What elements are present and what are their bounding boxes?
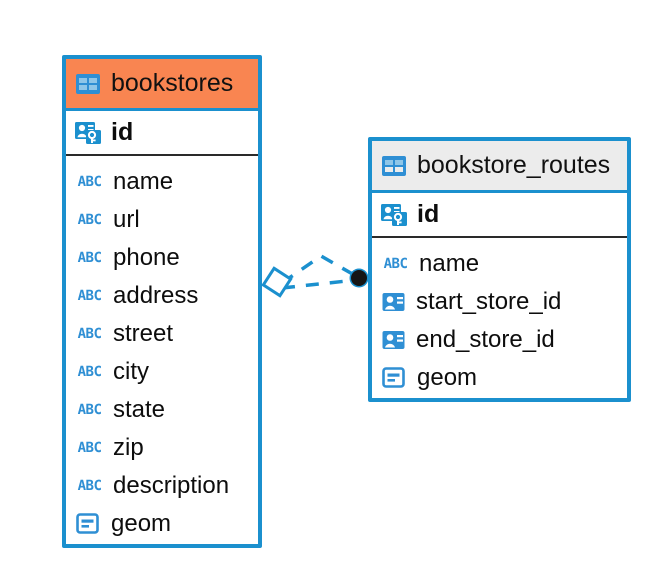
- field-row-name[interactable]: ABC name: [372, 245, 627, 283]
- entity-header-bookstores[interactable]: bookstores: [66, 59, 258, 108]
- entity-title: bookstores: [111, 69, 234, 97]
- table-icon: [75, 73, 101, 95]
- field-label: start_store_id: [416, 288, 562, 315]
- field-label: id: [111, 118, 134, 146]
- field-label: name: [419, 250, 480, 277]
- abc-text-icon: ABC: [383, 256, 408, 272]
- field-row-description[interactable]: ABC description: [66, 467, 258, 505]
- field-label: description: [113, 472, 230, 499]
- field-label: state: [113, 396, 166, 423]
- field-row-zip[interactable]: ABC zip: [66, 429, 258, 467]
- field-label: geom: [417, 364, 478, 391]
- field-row-street[interactable]: ABC street: [66, 315, 258, 353]
- field-row-end-store-id[interactable]: end_store_id: [372, 321, 627, 359]
- field-row-phone[interactable]: ABC phone: [66, 239, 258, 277]
- field-list-bookstores: ABC name ABC url ABC phone ABC address A…: [66, 156, 258, 550]
- geometry-icon: [76, 513, 101, 535]
- field-label: phone: [113, 244, 180, 271]
- field-row-geom[interactable]: geom: [66, 505, 258, 543]
- field-row-state[interactable]: ABC state: [66, 391, 258, 429]
- field-row-name[interactable]: ABC name: [66, 163, 258, 201]
- abc-text-icon: ABC: [77, 402, 102, 418]
- entity-table-bookstore-routes[interactable]: bookstore_routes id ABC: [368, 137, 631, 402]
- abc-text-icon: ABC: [77, 250, 102, 266]
- abc-text-icon: ABC: [77, 478, 102, 494]
- field-label: end_store_id: [416, 326, 555, 353]
- geometry-icon: [382, 367, 407, 389]
- field-label: id: [417, 200, 440, 228]
- field-row-primary-key[interactable]: id: [372, 190, 627, 238]
- relationship-line-lower: [281, 278, 357, 290]
- field-label: city: [113, 358, 149, 385]
- field-row-address[interactable]: ABC address: [66, 277, 258, 315]
- filled-circle-marker: [349, 268, 369, 288]
- relationship-line-upper: [281, 253, 357, 285]
- abc-text-icon: ABC: [77, 326, 102, 342]
- field-label: name: [113, 168, 174, 195]
- abc-text-icon: ABC: [77, 288, 102, 304]
- field-label: street: [113, 320, 174, 347]
- entity-table-bookstores[interactable]: bookstores id ABC: [62, 55, 262, 548]
- abc-text-icon: ABC: [77, 364, 102, 380]
- field-label: zip: [113, 434, 144, 461]
- field-list-bookstore-routes: ABC name start_store_id: [372, 238, 627, 404]
- abc-text-icon: ABC: [77, 440, 102, 456]
- table-icon: [381, 155, 407, 177]
- foreign-key-icon: [382, 292, 406, 313]
- field-row-primary-key[interactable]: id: [66, 108, 258, 156]
- field-row-geom[interactable]: geom: [372, 359, 627, 397]
- entity-title: bookstore_routes: [417, 151, 611, 179]
- primary-key-icon: [75, 121, 102, 145]
- abc-text-icon: ABC: [77, 212, 102, 228]
- foreign-key-icon: [382, 330, 406, 351]
- abc-text-icon: ABC: [77, 174, 102, 190]
- field-row-city[interactable]: ABC city: [66, 353, 258, 391]
- diamond-marker: [261, 266, 293, 298]
- primary-key-icon: [381, 203, 408, 227]
- entity-header-bookstore-routes[interactable]: bookstore_routes: [372, 141, 627, 190]
- field-label: geom: [111, 510, 172, 537]
- field-label: address: [113, 282, 199, 309]
- field-label: url: [113, 206, 140, 233]
- field-row-start-store-id[interactable]: start_store_id: [372, 283, 627, 321]
- field-row-url[interactable]: ABC url: [66, 201, 258, 239]
